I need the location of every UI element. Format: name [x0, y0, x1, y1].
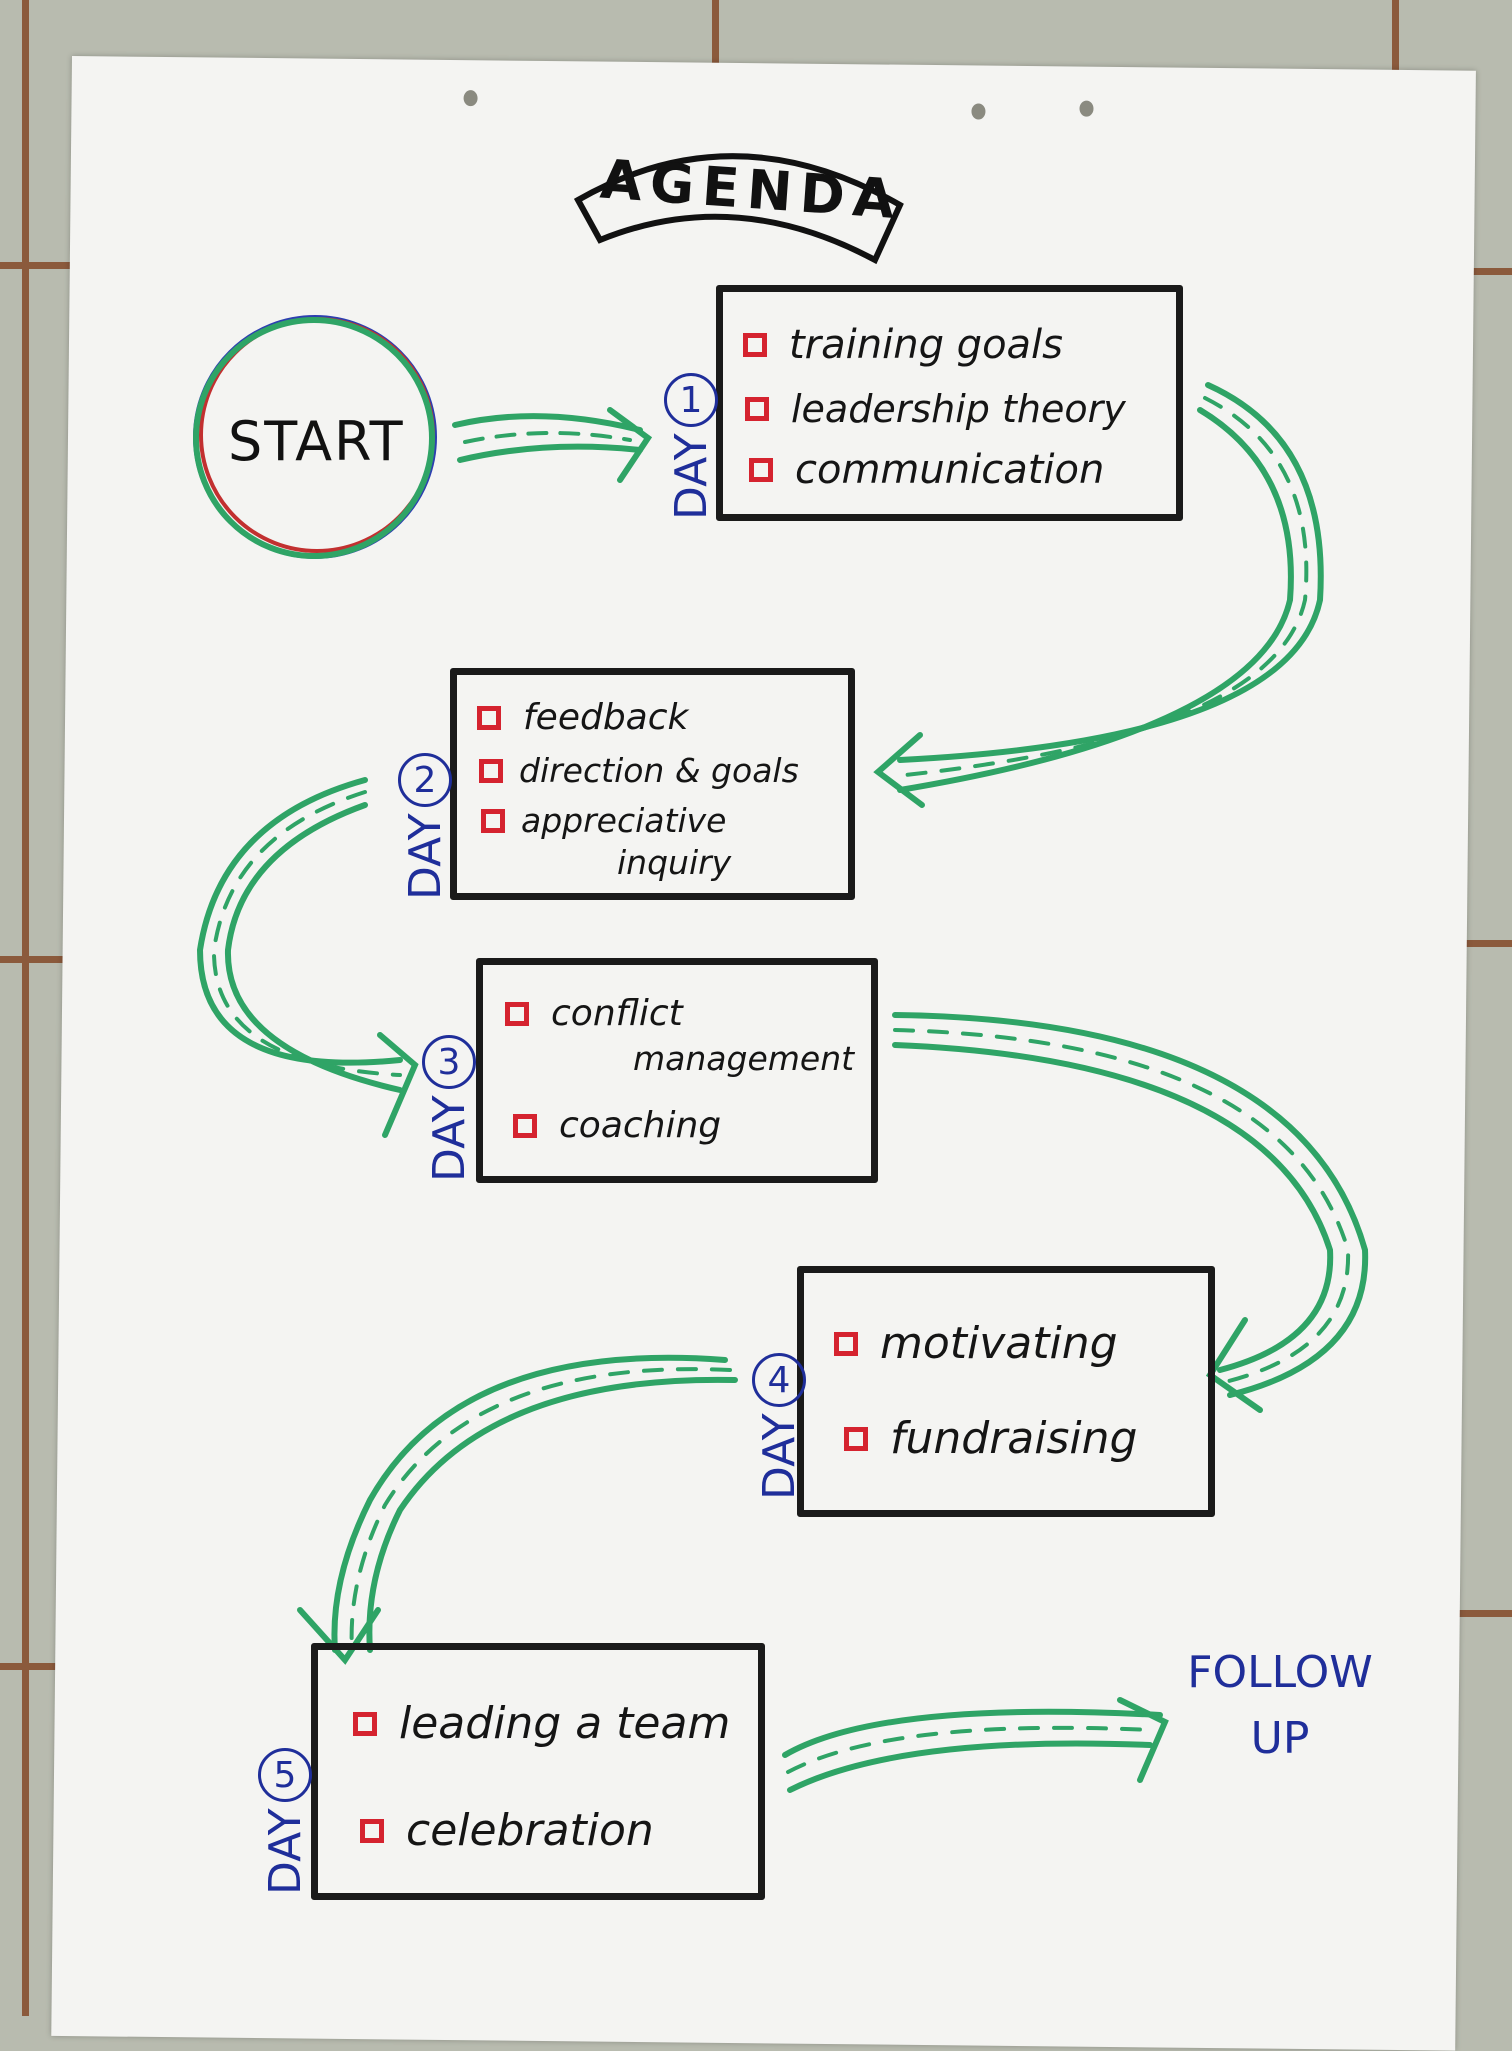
item-label: fundraising — [890, 1413, 1138, 1464]
agenda-item-continued: management — [633, 1039, 854, 1078]
checkbox-icon — [505, 1001, 529, 1026]
follow-text: FOLLOW — [1187, 1647, 1373, 1698]
item-label: management — [633, 1039, 855, 1078]
checkbox-icon — [353, 1711, 377, 1736]
day-text: DAY — [423, 1095, 475, 1182]
arrow-day1-to-day2 — [873, 382, 1324, 808]
checkbox-icon — [749, 458, 773, 482]
arrow-day4-to-day5 — [297, 1354, 738, 1665]
item-label: inquiry — [617, 843, 732, 882]
item-label: celebration — [406, 1805, 654, 1856]
item-label: leading a team — [399, 1698, 731, 1749]
start-circle — [193, 317, 435, 559]
arrow-day2-to-day3 — [196, 777, 419, 1138]
checkbox-icon — [834, 1331, 858, 1356]
arrow-start-to-day1 — [452, 407, 653, 483]
day-number: 3 — [422, 1035, 476, 1090]
agenda-item: coaching — [513, 1105, 721, 1146]
day5-box: leading a team celebration — [311, 1643, 765, 1900]
checkbox-icon — [481, 808, 505, 833]
day3-box: conflict management coaching — [476, 958, 878, 1183]
agenda-item: training goals — [743, 322, 1063, 368]
checkbox-icon — [513, 1113, 537, 1138]
agenda-item-continued: inquiry — [617, 843, 731, 882]
tile-grout — [1392, 0, 1399, 70]
checkbox-icon — [745, 397, 769, 421]
agenda-item: celebration — [360, 1805, 654, 1856]
tile-grout — [1450, 1610, 1512, 1617]
item-label: feedback — [523, 697, 689, 738]
day-number: 5 — [258, 1748, 312, 1803]
checkbox-icon — [360, 1818, 384, 1843]
day1-box: training goals leadership theory communi… — [716, 285, 1183, 521]
item-label: direction & goals — [519, 751, 799, 790]
item-label: leadership theory — [791, 387, 1126, 431]
item-label: appreciative — [521, 801, 727, 840]
start-label: START — [228, 410, 405, 473]
agenda-item: leadership theory — [745, 387, 1126, 431]
agenda-item: motivating — [834, 1318, 1118, 1369]
up-text: UP — [1250, 1713, 1310, 1764]
checkbox-icon — [844, 1426, 868, 1451]
agenda-item: appreciative — [481, 801, 726, 840]
tile-grout — [1450, 940, 1512, 947]
item-label: conflict — [551, 993, 683, 1034]
day2-box: feedback direction & goals appreciative … — [450, 668, 855, 900]
agenda-item: feedback — [477, 697, 688, 738]
tile-grout — [712, 0, 719, 70]
agenda-item: leading a team — [353, 1698, 730, 1749]
title-banner — [573, 153, 904, 265]
item-label: motivating — [880, 1318, 1118, 1369]
tile-grout — [22, 0, 29, 2016]
agenda-item: conflict — [505, 993, 683, 1034]
day-text: DAY — [665, 433, 717, 520]
day4-box: motivating fundraising — [797, 1266, 1215, 1517]
arrow-day5-to-followup — [782, 1697, 1169, 1793]
checkbox-icon — [479, 758, 503, 783]
tile-grout — [0, 1663, 80, 1670]
day-number: 4 — [752, 1353, 806, 1408]
day-number: 2 — [398, 753, 452, 808]
checkbox-icon — [743, 333, 767, 357]
tile-grout — [0, 262, 80, 269]
day-text: DAY — [399, 813, 451, 900]
follow-up-label: FOLLOW UP — [1180, 1640, 1380, 1772]
agenda-item: direction & goals — [479, 751, 799, 790]
item-label: communication — [795, 447, 1105, 493]
tile-grout — [0, 956, 80, 963]
day-text: DAY — [259, 1808, 311, 1895]
checkbox-icon — [477, 705, 501, 730]
agenda-item: communication — [749, 447, 1104, 493]
agenda-item: fundraising — [844, 1413, 1137, 1464]
tile-grout — [1450, 268, 1512, 275]
item-label: coaching — [559, 1105, 722, 1146]
day-number: 1 — [664, 373, 718, 428]
day-text: DAY — [753, 1413, 805, 1500]
item-label: training goals — [789, 322, 1064, 368]
